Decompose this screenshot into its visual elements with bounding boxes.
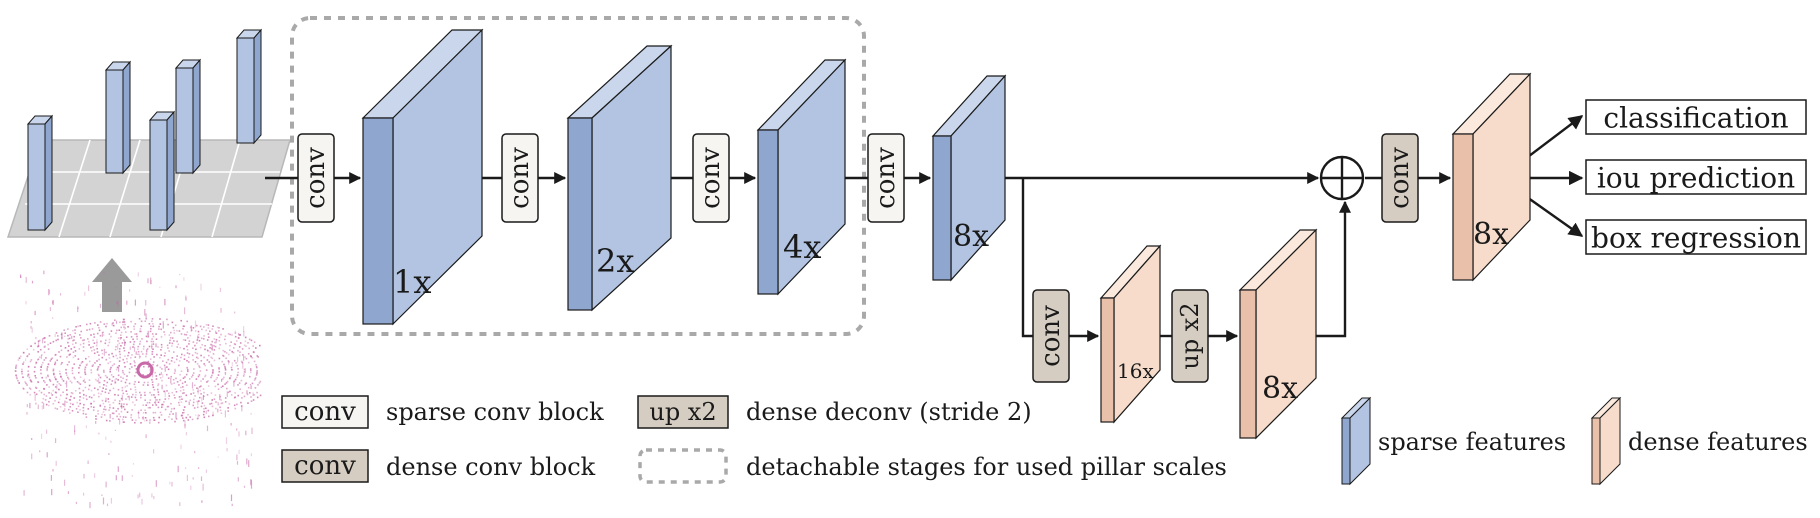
- output-box-regression: box regression: [1585, 219, 1807, 255]
- pillar: [104, 60, 132, 175]
- conv-label: conv: [301, 147, 331, 209]
- sparse-conv-block-2: conv: [501, 133, 539, 223]
- detachable-stages-region: [290, 16, 866, 336]
- head-feature-8x: 8x: [1451, 72, 1532, 282]
- legend-detachable: detachable stages for used pillar scales: [638, 448, 1227, 484]
- dense-feature-8x: 8x: [1238, 228, 1318, 440]
- pillar: [26, 114, 54, 232]
- output-label: box regression: [1591, 222, 1801, 255]
- output-iou-prediction: iou prediction: [1585, 159, 1807, 195]
- sparse-feature-1x-label: 1x: [393, 263, 431, 301]
- sparse-feature-2x: 2x: [566, 44, 673, 312]
- legend-deconv: up x2 dense deconv (stride 2): [637, 395, 1032, 429]
- pillar: [174, 58, 202, 175]
- conv-label: conv: [1036, 305, 1066, 367]
- pillar-grid-input: [6, 28, 291, 238]
- legend-text: sparse features: [1378, 428, 1566, 456]
- sparse-conv-block-3: conv: [692, 133, 730, 223]
- legend-box-label: conv: [294, 451, 356, 481]
- dense-feature-16x: 16x: [1099, 244, 1162, 424]
- sparse-feature-2x-label: 2x: [596, 242, 634, 280]
- sparse-feature-1x: 1x: [361, 28, 484, 326]
- sparse-feature-4x: 4x: [756, 58, 847, 296]
- pillar: [148, 110, 176, 232]
- conv-label: conv: [1385, 147, 1415, 209]
- conv-label: conv: [505, 147, 535, 209]
- legend-dense-features: dense features: [1590, 396, 1808, 486]
- output-label: iou prediction: [1597, 162, 1795, 195]
- point-cloud-image: [14, 270, 262, 509]
- pillar: [235, 28, 263, 145]
- legend-text: dense deconv (stride 2): [746, 398, 1032, 426]
- dense-feature-8x-label: 8x: [1262, 371, 1298, 406]
- legend-box-label: up x2: [649, 398, 716, 426]
- head-conv-block: conv: [1381, 133, 1419, 223]
- legend-text: dense conv block: [386, 453, 596, 481]
- legend-box-label: conv: [294, 397, 356, 427]
- conv-label: conv: [871, 147, 901, 209]
- legend: conv sparse conv block conv dense conv b…: [281, 395, 1808, 486]
- sparse-conv-block-4: conv: [867, 133, 905, 223]
- deconv-up-x2-block: up x2: [1171, 289, 1209, 383]
- sum-icon: [1319, 155, 1365, 201]
- sparse-feature-8x-label: 8x: [953, 219, 989, 254]
- legend-text: detachable stages for used pillar scales: [746, 453, 1227, 481]
- pillarization-arrow-icon: [92, 258, 132, 312]
- legend-sparse-conv: conv sparse conv block: [281, 395, 604, 429]
- conv-label: conv: [696, 147, 726, 209]
- sparse-conv-block-1: conv: [297, 133, 335, 223]
- legend-text: sparse conv block: [386, 398, 604, 426]
- up-x2-label: up x2: [1176, 302, 1204, 369]
- head-feature-8x-label: 8x: [1473, 217, 1509, 252]
- dense-conv-block: conv: [1032, 289, 1070, 383]
- sparse-feature-8x: 8x: [931, 74, 1007, 282]
- output-classification: classification: [1585, 99, 1807, 135]
- legend-dense-conv: conv dense conv block: [281, 449, 596, 483]
- output-label: classification: [1603, 102, 1788, 135]
- sparse-feature-4x-label: 4x: [783, 228, 821, 266]
- legend-sparse-features: sparse features: [1340, 396, 1566, 486]
- legend-text: dense features: [1628, 428, 1808, 456]
- dense-feature-16x-label: 16x: [1117, 359, 1154, 383]
